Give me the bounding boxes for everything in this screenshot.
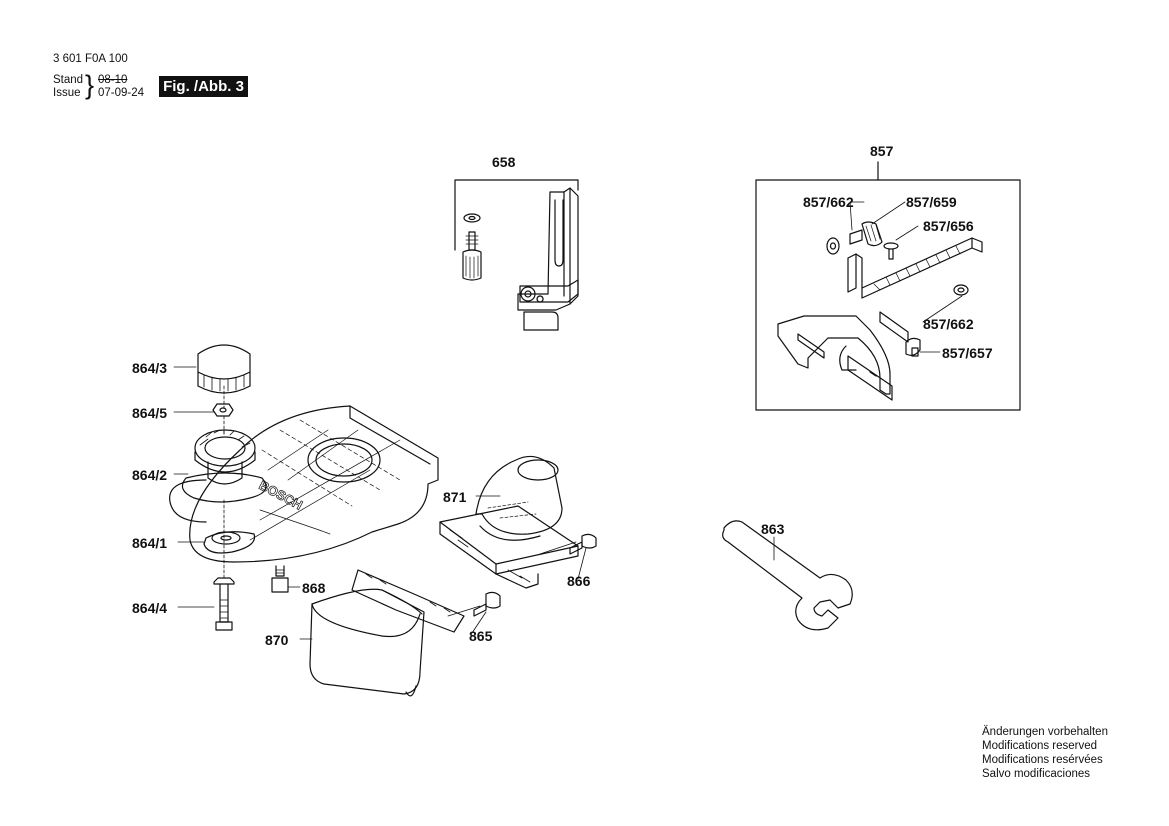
callout-857-656: 857/656	[923, 218, 974, 234]
screw-868	[271, 565, 289, 593]
extraction-adapter-871	[439, 455, 579, 589]
callout-864-1: 864/1	[132, 535, 168, 551]
knob-864-stack	[169, 344, 267, 631]
callout-857-662-top: 857/662	[803, 194, 854, 210]
callout-857: 857	[870, 143, 894, 159]
screw-866	[539, 533, 597, 555]
leader-lines	[173, 201, 963, 640]
callout-868: 868	[302, 580, 326, 596]
footer-note-fr: Modifications resérvées	[982, 754, 1103, 766]
callout-864-3: 864/3	[132, 360, 168, 376]
brace-glyph: }	[85, 70, 95, 100]
base-plate	[189, 405, 439, 563]
callout-857-659: 857/659	[906, 194, 957, 210]
part-number: 3 601 F0A 100	[53, 53, 128, 65]
wrench-863	[722, 520, 853, 631]
footer-note-es: Salvo modificaciones	[982, 768, 1091, 780]
callout-857-657: 857/657	[942, 345, 993, 361]
footer-note-en: Modifications reserved	[982, 740, 1098, 752]
callout-857-662-bottom: 857/662	[923, 316, 974, 332]
stand-label: Stand	[53, 74, 84, 86]
callout-864-2: 864/2	[132, 467, 168, 483]
callout-864-4: 864/4	[132, 600, 168, 616]
callout-863: 863	[761, 521, 785, 537]
callout-870: 870	[265, 632, 289, 648]
footer-note-de: Änderungen vorbehalten	[982, 726, 1108, 738]
bracket-658-group	[454, 179, 579, 331]
chip-guard-870	[309, 569, 465, 697]
parallel-guide-857-group	[755, 161, 1021, 411]
callout-871: 871	[443, 489, 467, 505]
callout-866: 866	[567, 573, 591, 589]
figure-badge: Fig. /Abb. 3	[159, 76, 248, 97]
old-date: 08-10	[98, 74, 128, 86]
callout-658: 658	[492, 154, 516, 170]
callout-864-5: 864/5	[132, 405, 168, 421]
issue-label: Issue	[53, 87, 81, 99]
screw-865	[447, 591, 501, 617]
brand-logo: BOSCH	[257, 477, 305, 512]
callout-865: 865	[469, 628, 493, 644]
issue-date: 07-09-24	[98, 87, 145, 99]
